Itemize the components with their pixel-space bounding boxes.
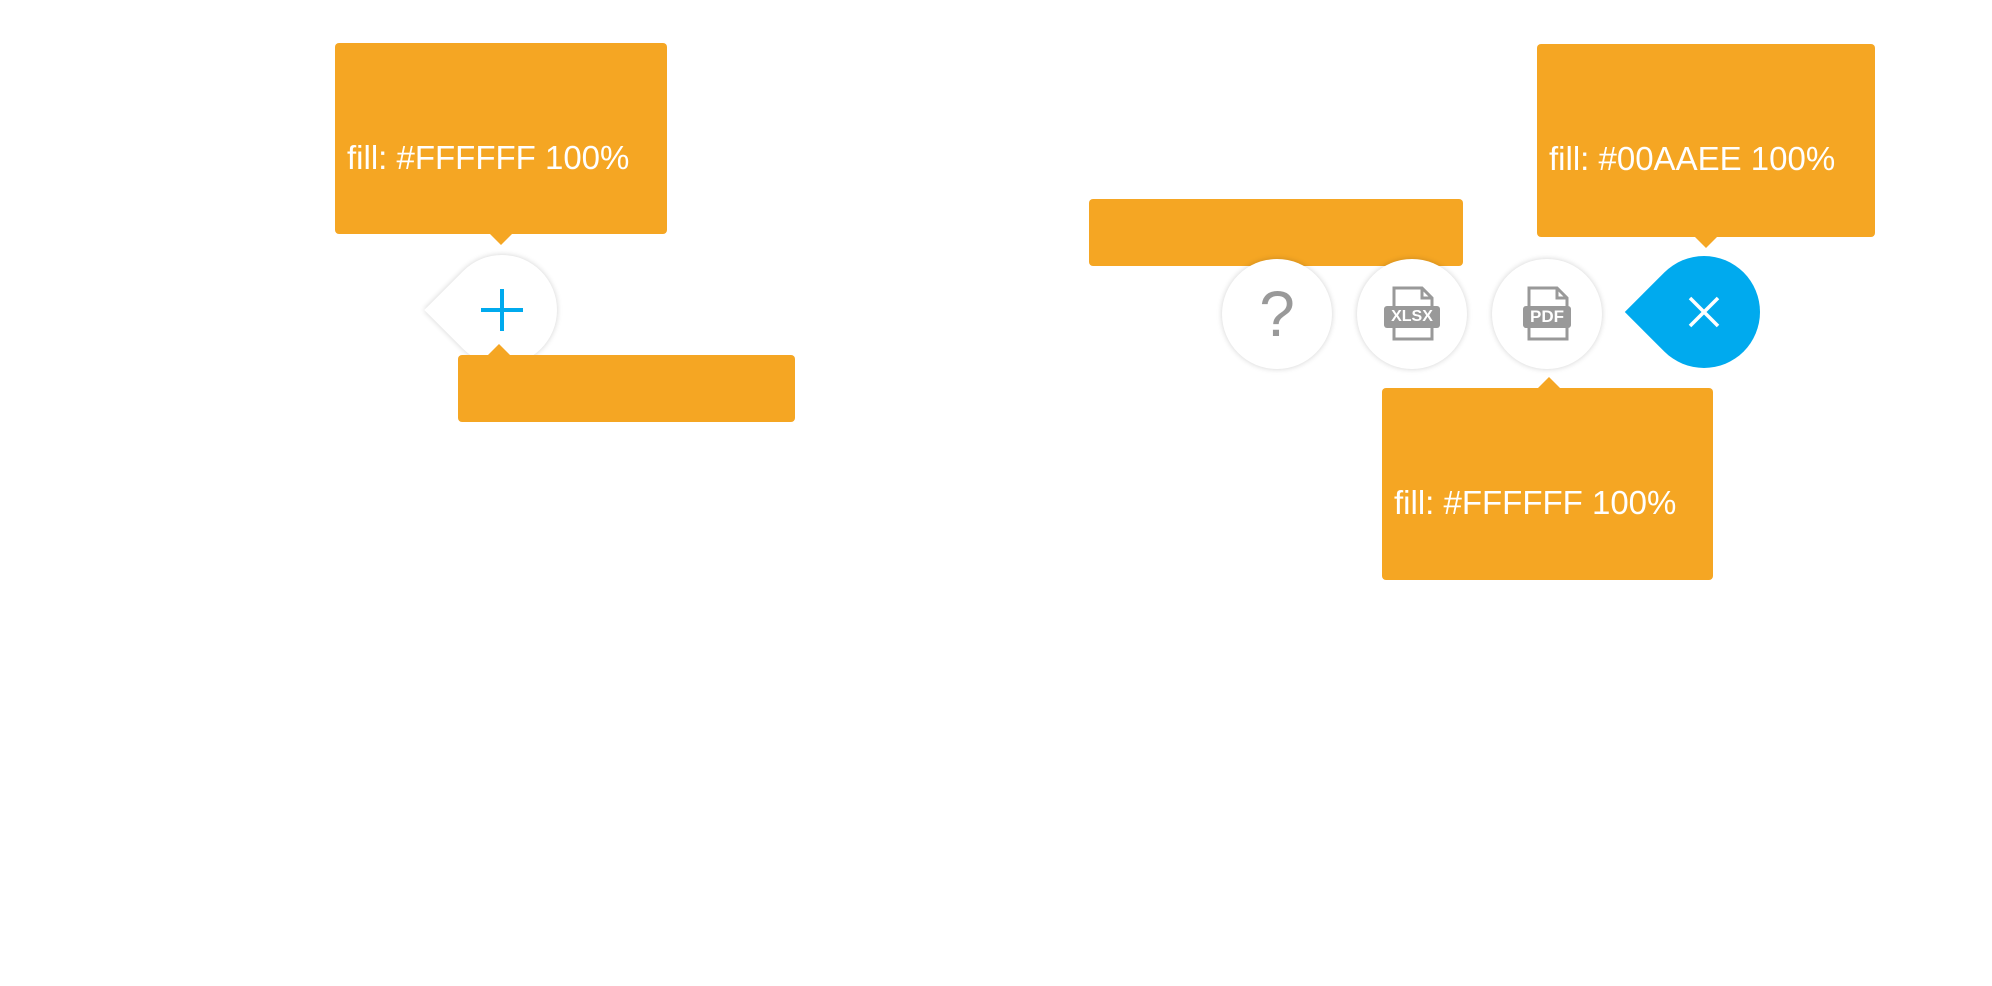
annotation-line: shadow: outer [1394, 610, 1602, 647]
annotation-export-buttons-fill-shadow: fill: #FFFFFF 100% shadow: outer * x, y … [1382, 377, 1713, 899]
annotation-line: fill: #FFFFFF 100% [347, 139, 630, 176]
pdf-export-button[interactable]: PDF [1492, 259, 1602, 369]
annotation-line: * x, y - 0px, 0px [1394, 736, 1631, 773]
question-icon: ? [1259, 278, 1295, 350]
close-button[interactable] [1624, 232, 1784, 392]
add-button[interactable] [424, 232, 580, 388]
pdf-icon-label: PDF [1530, 307, 1564, 326]
xlsx-file-icon: XLSX [1380, 285, 1444, 343]
annotation-pointer [490, 234, 512, 245]
close-icon [1686, 294, 1722, 330]
annotation-pointer [1538, 377, 1560, 388]
annotation-help-icon-color: color: #999999 100% [1089, 199, 1463, 332]
plus-icon [479, 287, 525, 333]
pdf-file-icon: PDF [1515, 285, 1579, 343]
xlsx-icon-label: XLSX [1391, 308, 1433, 325]
annotation-close-button-fill-shadow: fill: #00AAEE 100% shadow: outer * x, y … [1537, 44, 1875, 555]
xlsx-export-button[interactable]: XLSX [1357, 259, 1467, 369]
annotation-line: * blur - 4px [1394, 862, 1563, 899]
annotation-line: fill: #00AAEE 100% [470, 451, 757, 488]
annotation-line: fill: #00AAEE 100% [1549, 140, 1836, 177]
annotation-line: fill: #FFFFFF 100% [1394, 484, 1677, 521]
help-button[interactable]: ? [1222, 259, 1332, 369]
annotation-line: * blur - 4px [347, 517, 516, 554]
annotation-pointer [1695, 237, 1717, 248]
annotation-pointer [488, 344, 510, 355]
annotation-add-icon-fill: fill: #00AAEE 100% [458, 344, 795, 488]
annotation-add-button-fill-shadow: fill: #FFFFFF 100% shadow: outer * x, y … [335, 43, 667, 554]
